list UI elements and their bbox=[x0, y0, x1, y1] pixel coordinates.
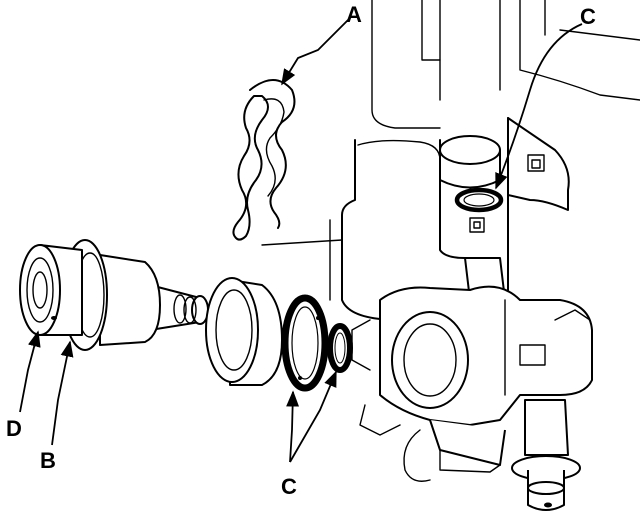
label-a: A bbox=[346, 2, 362, 27]
retaining-clip bbox=[232, 79, 296, 241]
label-c-upper: C bbox=[580, 4, 596, 29]
sensor-assembly bbox=[19, 239, 209, 351]
o-ring-small bbox=[327, 323, 353, 373]
main-housing bbox=[261, 0, 640, 321]
collar-sleeve bbox=[205, 277, 283, 386]
o-ring-large bbox=[281, 294, 329, 392]
label-c-lower: C bbox=[281, 474, 297, 499]
valve-body bbox=[351, 257, 593, 511]
o-ring-upper bbox=[454, 187, 504, 213]
leader-arrows bbox=[19, 17, 583, 463]
label-b: B bbox=[40, 448, 56, 473]
label-d: D bbox=[6, 416, 22, 441]
